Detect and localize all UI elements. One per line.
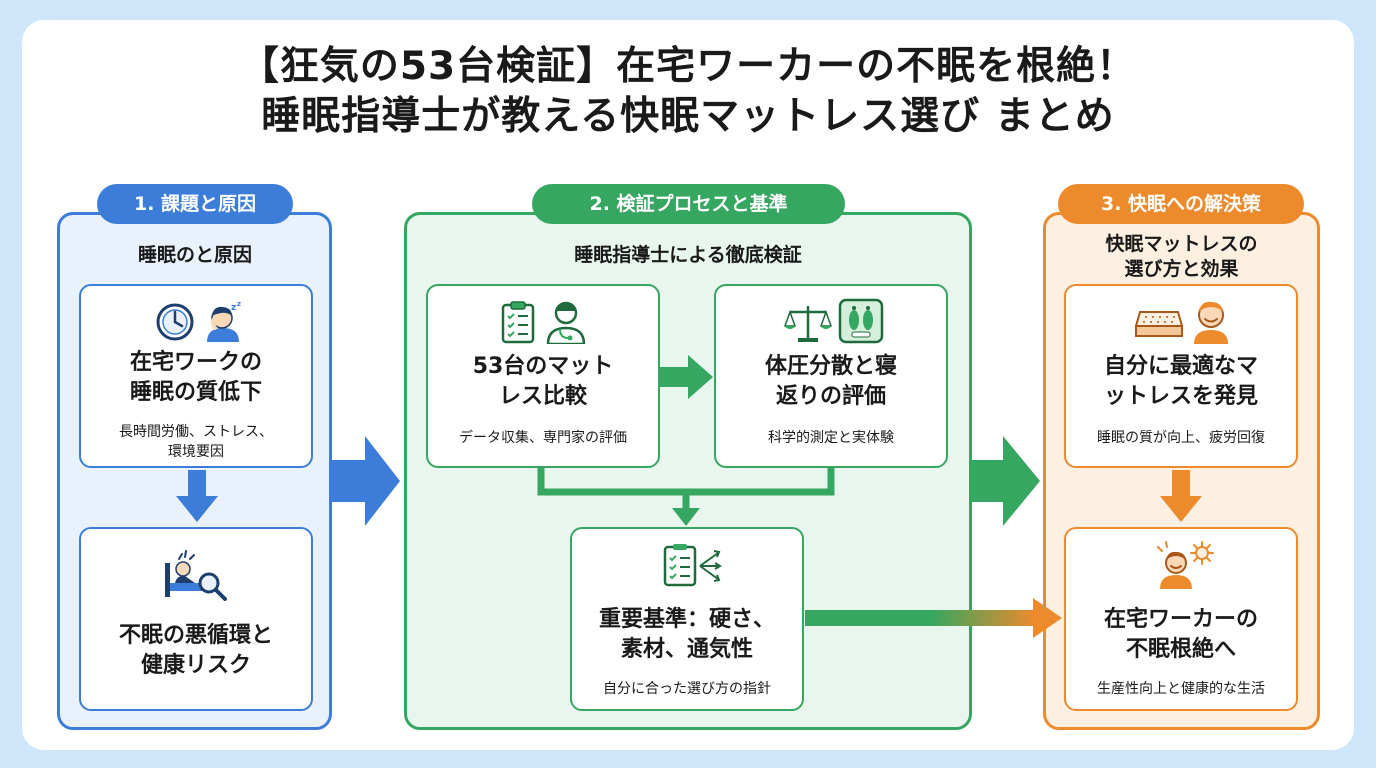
- box-pressure-distribution: 体圧分散と寝 返りの評価 科学的測定と実体験: [714, 284, 948, 468]
- arrow-s2-box1-to-box2: [660, 355, 713, 399]
- mattress-icon: [1134, 311, 1184, 337]
- box-53-mattress-comparison: 53台のマット レス比較 データ収集、専門家の評価: [426, 284, 660, 468]
- title-line-2: 睡眠の質低下: [129, 380, 262, 405]
- box-eliminate-insomnia-title: 在宅ワーカーの 不眠根絶へ: [1066, 605, 1296, 665]
- section-1-label: 1. 課題と原因: [97, 184, 293, 224]
- sleepy-person-icon: z z: [207, 300, 241, 342]
- title-line-1: 重要基準：硬さ、: [598, 607, 775, 632]
- sun-icon: [1190, 541, 1214, 565]
- box-pressure-distribution-title: 体圧分散と寝 返りの評価: [716, 352, 946, 412]
- section-1-subheading: 睡眠のと原因: [137, 244, 252, 266]
- title-line-2: レス比較: [498, 384, 587, 409]
- title-line-2: 健康リスク: [140, 653, 251, 678]
- box-find-optimal-mattress: 自分に最適なマ ットレスを発見 睡眠の質が向上、疲労回復: [1064, 284, 1298, 468]
- pressure-map-icon: [838, 298, 884, 344]
- section-3-subheading-line-1: 快眠マットレスの: [1105, 233, 1258, 255]
- checklist-icon: [663, 544, 722, 587]
- title-line-2: 睡眠指導士が教える快眠マットレス選び まとめ: [261, 94, 1115, 139]
- desc-line-2: 環境要因: [168, 444, 224, 460]
- title-line-2: 不眠根絶へ: [1125, 637, 1236, 662]
- section-3-subheading: 快眠マットレスの 選び方と効果: [1046, 232, 1317, 282]
- box-find-optimal-mattress-desc: 睡眠の質が向上、疲労回復: [1097, 430, 1265, 446]
- arrow-s2-merge-head: [672, 508, 700, 526]
- title-line-2: ットレスを発見: [1103, 384, 1258, 409]
- page-title: 【狂気の53台検証】在宅ワーカーの不眠を根絶！ 睡眠指導士が教える快眠マットレス…: [0, 42, 1376, 142]
- box-sleep-quality-decline-desc: 長時間労働、ストレス、 環境要因: [81, 422, 311, 462]
- title-line-1: 体圧分散と寝: [764, 354, 897, 379]
- section-3-subheading-line-2: 選び方と効果: [1124, 258, 1239, 280]
- clock-icon: [156, 303, 194, 341]
- box-key-criteria-desc: 自分に合った選び方の指針: [603, 681, 771, 697]
- arrow-box3-to-goal-head: [1033, 598, 1062, 638]
- title-line-1: 不眠の悪循環と: [118, 623, 273, 648]
- title-line-1: 在宅ワーカーの: [1103, 607, 1258, 632]
- box-sleep-quality-decline-title: 在宅ワークの 睡眠の質低下: [81, 348, 311, 408]
- box-key-criteria: 重要基準：硬さ、 素材、通気性 自分に合った選び方の指針: [570, 527, 804, 711]
- doctor-icon: [546, 301, 586, 344]
- box-key-criteria-title: 重要基準：硬さ、 素材、通気性: [572, 605, 802, 665]
- arrow-s2-merge: [537, 468, 835, 510]
- title-line-1: 自分に最適なマ: [1103, 354, 1258, 379]
- title-line-1: 【狂気の53台検証】在宅ワーカーの不眠を根絶！: [239, 44, 1137, 89]
- svg-text:z: z: [237, 300, 241, 308]
- box-insomnia-health-risk-title: 不眠の悪循環と 健康リスク: [81, 621, 311, 681]
- balance-scale-icon: [784, 306, 832, 342]
- box-pressure-distribution-desc: 科学的測定と実体験: [768, 430, 894, 446]
- box-find-optimal-mattress-title: 自分に最適なマ ットレスを発見: [1066, 352, 1296, 412]
- svg-text:z: z: [231, 303, 236, 313]
- magnifier-icon: [198, 572, 227, 601]
- arrow-s1-to-s2: [332, 436, 400, 526]
- arrow-s1-down: [176, 470, 218, 522]
- box-eliminate-insomnia-desc: 生産性向上と健康的な生活: [1097, 681, 1265, 697]
- title-line-2: 素材、通気性: [620, 637, 753, 662]
- section-3-label: 3. 快眠への解決策: [1058, 184, 1304, 224]
- title-line-1: 53台のマット: [472, 354, 614, 379]
- section-2-subheading: 睡眠指導士による徹底検証: [574, 244, 802, 266]
- insomnia-bed-icon: [165, 550, 227, 601]
- title-line-2: 返りの評価: [775, 384, 886, 409]
- title-line-1: 在宅ワークの: [129, 350, 262, 375]
- arrow-s2-to-s3: [972, 436, 1040, 526]
- section-2-label: 2. 検証プロセスと基準: [532, 184, 845, 224]
- arrow-box3-to-goal-shaft: [805, 610, 1035, 626]
- box-insomnia-health-risk: 不眠の悪循環と 健康リスク: [79, 527, 313, 711]
- clipboard-icon: [501, 301, 535, 344]
- desc-line-1: 長時間労働、ストレス、: [119, 424, 273, 440]
- arrow-s3-down: [1160, 470, 1202, 522]
- happy-person-icon: [1194, 301, 1228, 344]
- box-53-mattress-comparison-title: 53台のマット レス比較: [428, 352, 658, 412]
- box-eliminate-insomnia: 在宅ワーカーの 不眠根絶へ 生産性向上と健康的な生活: [1064, 527, 1298, 711]
- happy-person-icon: [1157, 541, 1214, 589]
- box-sleep-quality-decline: z z 在宅ワークの 睡眠の質低下 長時間労働、ストレス、 環境要因: [79, 284, 313, 468]
- box-53-mattress-comparison-desc: データ収集、専門家の評価: [459, 430, 627, 446]
